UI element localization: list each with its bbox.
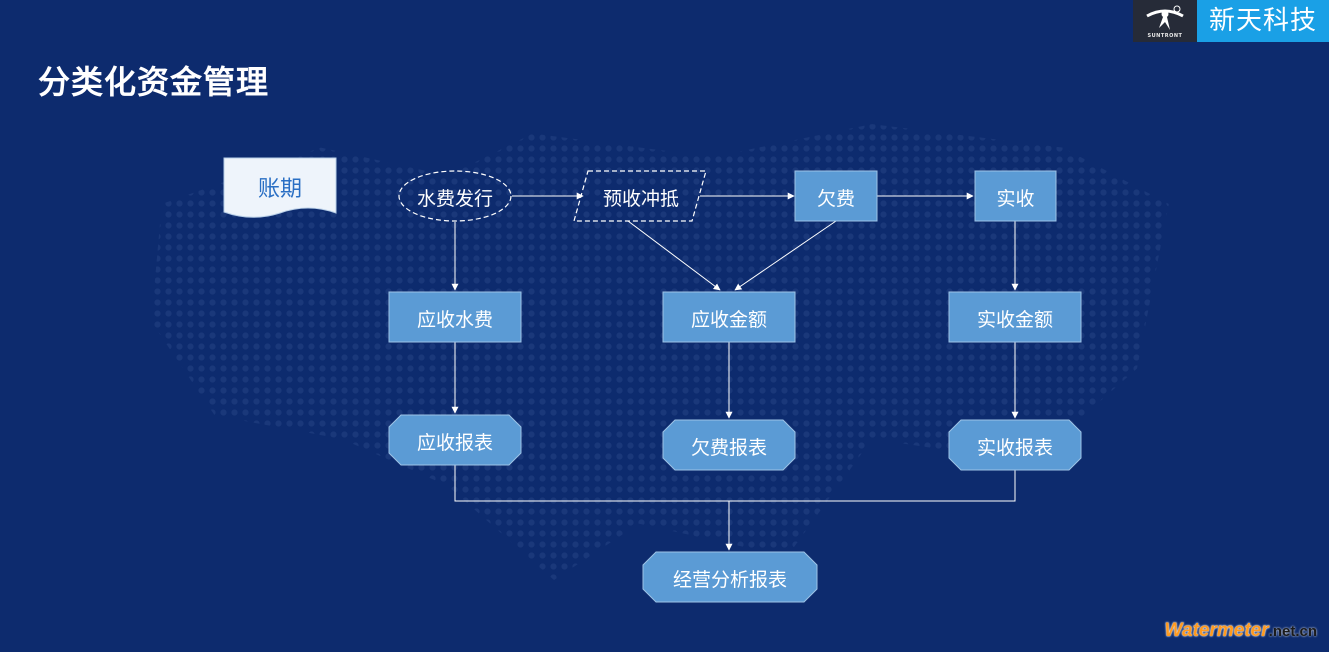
edge-reports-merge xyxy=(454,465,1016,502)
watermark-sub: .net.cn xyxy=(1268,623,1317,640)
period-banner-shape xyxy=(223,157,337,218)
node-business-report: 经营分析报表 xyxy=(672,569,787,591)
connector-lines xyxy=(451,192,1019,551)
edge-arrears-to-receivable-amount xyxy=(734,220,837,291)
logo-mark-text: SUNTRONT xyxy=(1147,32,1183,39)
node-received-amount: 实收金额 xyxy=(976,309,1053,331)
period-label: 账期 xyxy=(257,177,302,202)
node-prepay-offset: 预收冲抵 xyxy=(602,188,679,210)
node-receivable-report-shape xyxy=(388,414,522,466)
node-receivable-water-shape xyxy=(388,291,522,343)
page-title: 分类化资金管理 xyxy=(38,63,270,101)
node-received-shape xyxy=(974,170,1057,222)
node-arrears-report: 欠费报表 xyxy=(690,437,767,459)
node-received-amount-shape xyxy=(948,291,1082,343)
watermark-main: Watermeter xyxy=(1164,620,1269,641)
node-receivable-water: 应收水费 xyxy=(416,309,493,331)
watermark: Watermeter.net.cn xyxy=(1164,620,1317,642)
node-receivable-amount: 应收金额 xyxy=(690,309,767,331)
node-water-billing: 水费发行 xyxy=(416,188,493,210)
logo-emblem-icon xyxy=(1146,5,1184,30)
edge-prepay-to-receivable-amount xyxy=(627,220,721,291)
node-receivable-report: 应收报表 xyxy=(416,432,493,454)
node-prepay-offset-shape xyxy=(573,170,707,222)
node-receivable-amount-shape xyxy=(662,291,796,343)
node-arrears: 欠费 xyxy=(816,188,855,210)
node-business-report-shape xyxy=(642,551,818,603)
node-received-report: 实收报表 xyxy=(976,437,1053,459)
logo-mark: SUNTRONT xyxy=(1132,0,1197,42)
node-arrears-shape xyxy=(794,170,878,222)
brand-logo: SUNTRONT 新天科技 xyxy=(1132,0,1329,42)
node-water-billing-shape xyxy=(398,170,512,222)
node-arrears-report-shape xyxy=(662,419,796,471)
node-received: 实收 xyxy=(996,188,1035,210)
logo-brand-text: 新天科技 xyxy=(1196,0,1329,42)
node-received-report-shape xyxy=(948,419,1082,471)
